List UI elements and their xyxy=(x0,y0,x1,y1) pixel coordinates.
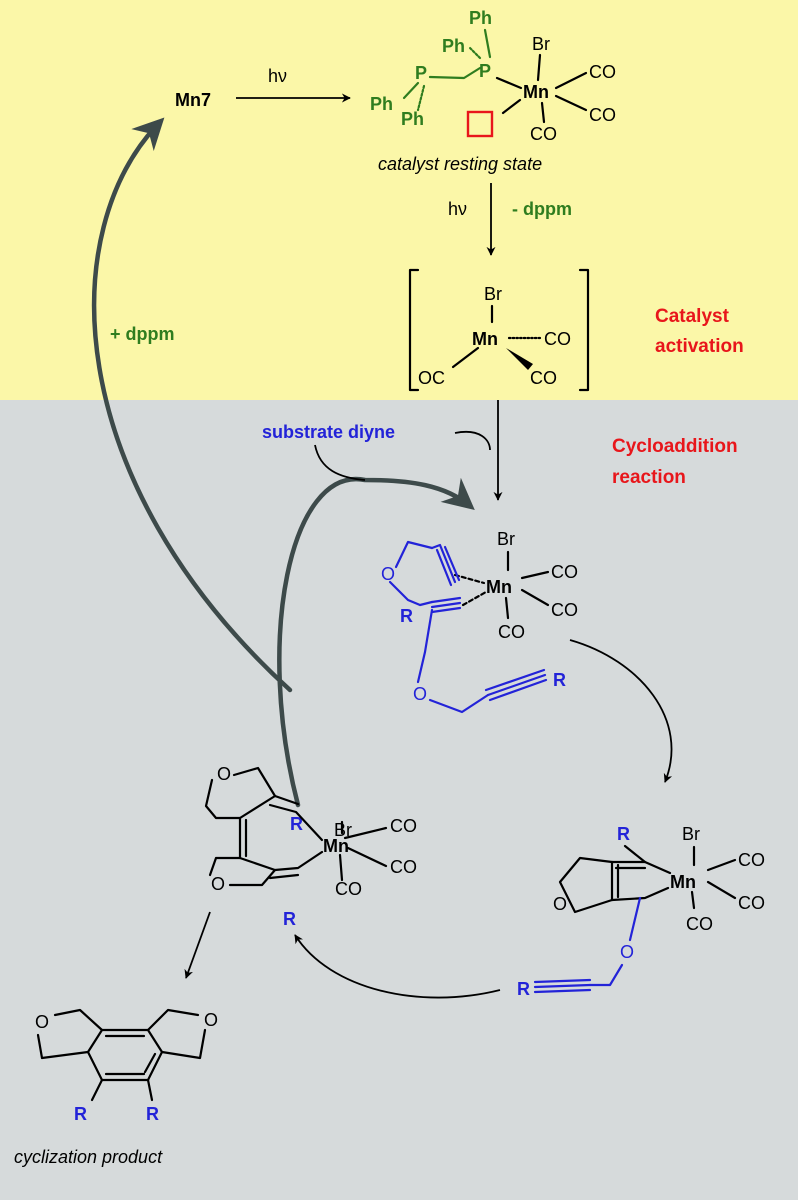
svg-text:CO: CO xyxy=(335,879,362,899)
svg-text:CO: CO xyxy=(551,562,578,582)
resting-state-label: catalyst resting state xyxy=(378,154,542,174)
activation-region xyxy=(0,0,798,400)
svg-text:R: R xyxy=(553,670,566,690)
svg-text:R: R xyxy=(146,1104,159,1124)
svg-text:P: P xyxy=(415,63,427,83)
hv-label-top: hν xyxy=(268,66,287,86)
svg-text:O: O xyxy=(413,684,427,704)
svg-text:CO: CO xyxy=(544,329,571,349)
svg-text:CO: CO xyxy=(738,893,765,913)
cyclization-product-structure: O O R R xyxy=(35,1008,218,1124)
svg-text:CO: CO xyxy=(551,600,578,620)
minus-dppm-label: - dppm xyxy=(512,199,572,219)
svg-text:CO: CO xyxy=(498,622,525,642)
cycle-arrow-to-mn7 xyxy=(91,117,293,693)
substrate-arrow-a xyxy=(454,430,491,451)
svg-text:Br: Br xyxy=(532,34,550,54)
mn7-label: Mn7 xyxy=(175,90,211,110)
svg-text:O: O xyxy=(620,942,634,962)
svg-text:P: P xyxy=(479,61,491,81)
cycle-arrow-coordination xyxy=(277,476,475,808)
svg-text:Mn: Mn xyxy=(523,82,549,102)
svg-text:CO: CO xyxy=(589,105,616,125)
activation-title-2: activation xyxy=(655,336,744,357)
active-mn-species: Br Mn CO OC CO xyxy=(408,268,590,392)
svg-text:Ph: Ph xyxy=(401,109,424,129)
cycloaddition-title-2: reaction xyxy=(612,467,686,488)
svg-text:O: O xyxy=(204,1010,218,1030)
substrate-diyne-label: substrate diyne xyxy=(262,422,395,442)
svg-text:CO: CO xyxy=(589,62,616,82)
svg-text:R: R xyxy=(617,824,630,844)
to-product-arrow xyxy=(184,911,211,979)
svg-text:CO: CO xyxy=(530,124,557,144)
svg-text:R: R xyxy=(400,606,413,626)
svg-text:R: R xyxy=(283,909,296,929)
activation-title-1: Catalyst xyxy=(655,306,730,327)
metallacycle-to-heptatriene-arrow xyxy=(294,934,501,999)
svg-text:Br: Br xyxy=(484,284,502,304)
svg-text:Mn: Mn xyxy=(670,872,696,892)
svg-text:Mn: Mn xyxy=(472,329,498,349)
cyclization-product-label: cyclization product xyxy=(14,1147,163,1167)
svg-text:O: O xyxy=(381,564,395,584)
svg-text:Mn: Mn xyxy=(486,577,512,597)
complex-to-metallacycle-arrow xyxy=(569,639,673,783)
svg-text:R: R xyxy=(74,1104,87,1124)
svg-text:O: O xyxy=(553,894,567,914)
svg-text:Br: Br xyxy=(497,529,515,549)
svg-text:CO: CO xyxy=(686,914,713,934)
manganacyclopentadiene: R Br Mn CO CO CO O O R xyxy=(517,824,765,999)
svg-text:CO: CO xyxy=(738,850,765,870)
svg-text:R: R xyxy=(517,979,530,999)
plus-dppm-label: + dppm xyxy=(110,324,175,344)
svg-text:O: O xyxy=(35,1012,49,1032)
svg-text:Ph: Ph xyxy=(370,94,393,114)
cycloaddition-title-1: Cycloaddition xyxy=(612,436,738,457)
vacant-site-box xyxy=(466,110,494,138)
cycloaddition-region xyxy=(0,400,798,1200)
svg-text:CO: CO xyxy=(390,816,417,836)
resting-state-complex: Ph Ph P P Ph Ph Br Mn CO CO CO xyxy=(370,8,616,144)
svg-text:Br: Br xyxy=(682,824,700,844)
svg-text:OC: OC xyxy=(418,368,445,388)
svg-text:Ph: Ph xyxy=(442,36,465,56)
substrate-arrow-b xyxy=(314,444,366,481)
hv-label-down: hν xyxy=(448,199,467,219)
diyne-pi-complex: Br Mn CO CO CO O R O R xyxy=(381,529,578,714)
svg-text:Mn: Mn xyxy=(323,836,349,856)
svg-text:R: R xyxy=(290,814,303,834)
manganacycloheptatriene: R Br Mn CO CO CO R O O xyxy=(204,764,417,929)
svg-text:CO: CO xyxy=(390,857,417,877)
svg-text:O: O xyxy=(217,764,231,784)
svg-text:CO: CO xyxy=(530,368,557,388)
svg-text:O: O xyxy=(211,874,225,894)
svg-text:Ph: Ph xyxy=(469,8,492,28)
